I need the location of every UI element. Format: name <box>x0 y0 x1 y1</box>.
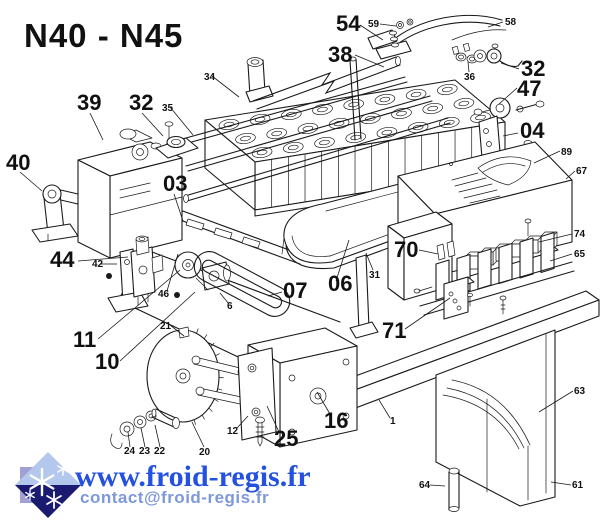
website-link[interactable]: www.froid-regis.fr <box>75 460 311 493</box>
foot-bracket <box>155 121 199 159</box>
page-title: N40 - N45 <box>24 17 183 54</box>
part-label-32-left: 32 <box>129 90 153 115</box>
drive-belt <box>193 251 291 317</box>
part-label-89: 89 <box>561 147 573 158</box>
part-label-11: 11 <box>73 327 96 352</box>
logo-diamond-bottom <box>15 485 81 518</box>
water-tank <box>435 329 556 512</box>
part-label-47: 47 <box>517 76 541 101</box>
part-label-39: 39 <box>77 90 101 115</box>
part-label-21: 21 <box>160 321 172 332</box>
part-label-74: 74 <box>574 229 586 240</box>
part-label-42: 42 <box>92 259 104 270</box>
part-label-67: 67 <box>576 166 588 177</box>
leader-lines <box>19 21 576 487</box>
part-label-40: 40 <box>6 150 30 175</box>
support-post <box>349 254 379 339</box>
part-labels: 54 59 58 38 32 36 47 04 89 67 34 35 39 3… <box>6 11 588 491</box>
control-box-cover <box>397 141 573 277</box>
part-label-46: 46 <box>158 289 170 300</box>
tube-clamp <box>451 42 523 67</box>
part-label-44: 44 <box>50 247 75 272</box>
part-label-58: 58 <box>505 17 517 28</box>
part-label-35: 35 <box>162 103 174 114</box>
part-label-23: 23 <box>139 446 151 457</box>
email-link[interactable]: contact@froid-regis.fr <box>80 488 269 507</box>
footer: www.froid-regis.fr contact@froid-regis.f… <box>15 452 311 518</box>
part-label-70: 70 <box>394 237 418 262</box>
part-label-38: 38 <box>328 42 352 67</box>
cam-latch <box>473 97 545 119</box>
part-label-04: 04 <box>520 118 545 143</box>
part-label-36: 36 <box>464 72 476 83</box>
part-label-71: 71 <box>382 318 406 343</box>
spray-tubes <box>166 57 451 203</box>
evaporator-block <box>204 79 506 217</box>
snowflake-icon <box>25 462 69 509</box>
part-label-64: 64 <box>419 480 431 491</box>
part-label-07: 07 <box>283 278 307 303</box>
part-label-54: 54 <box>336 11 361 36</box>
part-label-65: 65 <box>574 249 586 260</box>
drive-gears <box>174 251 231 298</box>
froid-regis-logo <box>15 452 81 518</box>
part-label-6: 6 <box>227 301 233 312</box>
shaft-washers <box>110 408 180 449</box>
part-label-61: 61 <box>572 480 584 491</box>
part-label-22: 22 <box>154 446 166 457</box>
part-label-32-top: 32 <box>521 56 545 81</box>
part-label-34: 34 <box>204 72 216 83</box>
part-label-1: 1 <box>390 416 396 427</box>
part-label-59: 59 <box>368 19 380 30</box>
part-label-12: 12 <box>227 426 239 437</box>
part-label-16: 16 <box>324 408 348 433</box>
gear-motor <box>191 327 358 448</box>
solenoid-valve <box>130 235 164 306</box>
flywheel-disc <box>146 326 224 425</box>
part-label-03: 03 <box>163 171 187 196</box>
part-label-06: 06 <box>328 271 352 296</box>
control-chassis <box>387 211 575 320</box>
part-label-31: 31 <box>369 270 381 281</box>
part-label-25: 25 <box>274 426 298 451</box>
part-label-10: 10 <box>95 349 119 374</box>
support-bracket-left <box>31 184 79 243</box>
part-label-63: 63 <box>574 386 586 397</box>
part-label-20: 20 <box>199 447 211 458</box>
part-label-24: 24 <box>124 446 136 457</box>
agitator-motor <box>48 128 183 259</box>
